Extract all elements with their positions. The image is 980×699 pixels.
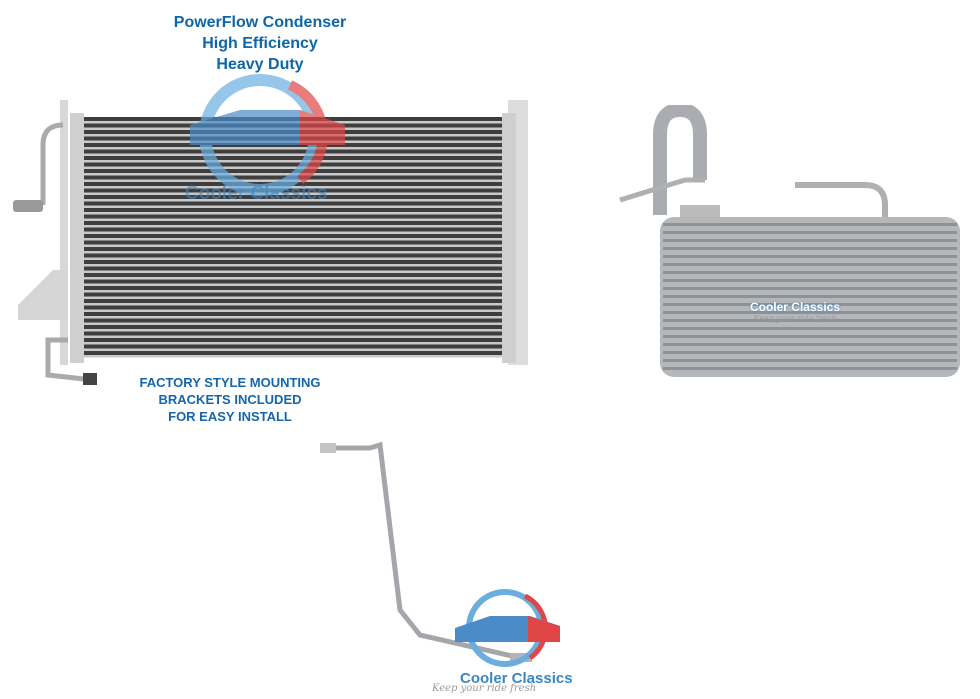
evaporator-fin bbox=[663, 311, 957, 314]
evaporator-fin bbox=[663, 223, 957, 226]
condenser-tube bbox=[78, 244, 508, 247]
evaporator-fin bbox=[663, 343, 957, 346]
condenser-tube bbox=[78, 283, 508, 286]
condenser-tube bbox=[78, 322, 508, 325]
evaporator-fin bbox=[663, 287, 957, 290]
condenser-tube bbox=[78, 290, 508, 293]
evaporator-image bbox=[619, 105, 960, 377]
condenser-tube bbox=[78, 205, 508, 208]
condenser-tube bbox=[78, 277, 508, 280]
condenser-tube bbox=[78, 342, 508, 345]
evaporator-logo: Cooler Classics Keep your ride fresh bbox=[735, 300, 855, 323]
evaporator-fin bbox=[663, 255, 957, 258]
condenser-tube bbox=[78, 316, 508, 319]
condenser-tube bbox=[78, 264, 508, 267]
brand-tagline: Keep your ride fresh bbox=[432, 683, 537, 694]
evaporator-tagline: Keep your ride fresh bbox=[753, 314, 837, 323]
condenser-tube bbox=[78, 186, 508, 189]
condenser-tube bbox=[78, 355, 508, 358]
headline-line: PowerFlow Condenser bbox=[173, 14, 347, 31]
headline-line: Heavy Duty bbox=[216, 56, 304, 73]
evaporator-fin bbox=[663, 303, 957, 306]
evaporator-fin bbox=[663, 359, 957, 362]
evaporator-fin bbox=[663, 271, 957, 274]
headline-line: High Efficiency bbox=[202, 35, 318, 52]
condenser-tube bbox=[78, 309, 508, 312]
condenser-tube bbox=[78, 212, 508, 215]
brand-name: Cooler Classics bbox=[460, 670, 573, 687]
evaporator-fin bbox=[663, 239, 957, 242]
condenser-tube bbox=[78, 199, 508, 202]
evaporator-fin bbox=[663, 295, 957, 298]
condenser-tube bbox=[78, 166, 508, 169]
condenser-tube bbox=[78, 238, 508, 241]
condenser-tube bbox=[78, 160, 508, 163]
caption-line: BRACKETS INCLUDED bbox=[158, 392, 302, 407]
condenser-tube bbox=[78, 225, 508, 228]
mounting-caption: FACTORY STYLE MOUNTING BRACKETS INCLUDED… bbox=[110, 374, 350, 425]
condenser-tube bbox=[78, 153, 508, 156]
brand-logo bbox=[455, 589, 560, 667]
evaporator-brand-text: Cooler Classics bbox=[749, 300, 841, 314]
evaporator-fin bbox=[663, 231, 957, 234]
condenser-tube bbox=[78, 251, 508, 254]
evaporator-fin bbox=[663, 327, 957, 330]
evaporator-fin bbox=[663, 351, 957, 354]
brand-logo-watermark bbox=[190, 74, 345, 196]
evaporator-fin bbox=[663, 335, 957, 338]
condenser-tube bbox=[78, 270, 508, 273]
condenser-tube bbox=[78, 348, 508, 351]
brand-watermark-text: Cooler Classics bbox=[185, 183, 328, 204]
caption-line: FOR EASY INSTALL bbox=[168, 409, 292, 424]
condenser-tube bbox=[78, 257, 508, 260]
condenser-tube bbox=[78, 303, 508, 306]
condenser-tube bbox=[78, 192, 508, 195]
caption-line: FACTORY STYLE MOUNTING bbox=[139, 375, 321, 390]
evaporator-fin bbox=[663, 319, 957, 322]
product-headline: PowerFlow Condenser High Efficiency Heav… bbox=[150, 12, 370, 75]
evaporator-fin bbox=[663, 279, 957, 282]
condenser-tube bbox=[78, 296, 508, 299]
condenser-tube bbox=[78, 218, 508, 221]
condenser-tube bbox=[78, 335, 508, 338]
evaporator-fin bbox=[663, 367, 957, 370]
condenser-tube bbox=[78, 231, 508, 234]
condenser-tube bbox=[78, 329, 508, 332]
evaporator-fin bbox=[663, 247, 957, 250]
condenser-tube bbox=[78, 147, 508, 150]
evaporator-fin bbox=[663, 263, 957, 266]
